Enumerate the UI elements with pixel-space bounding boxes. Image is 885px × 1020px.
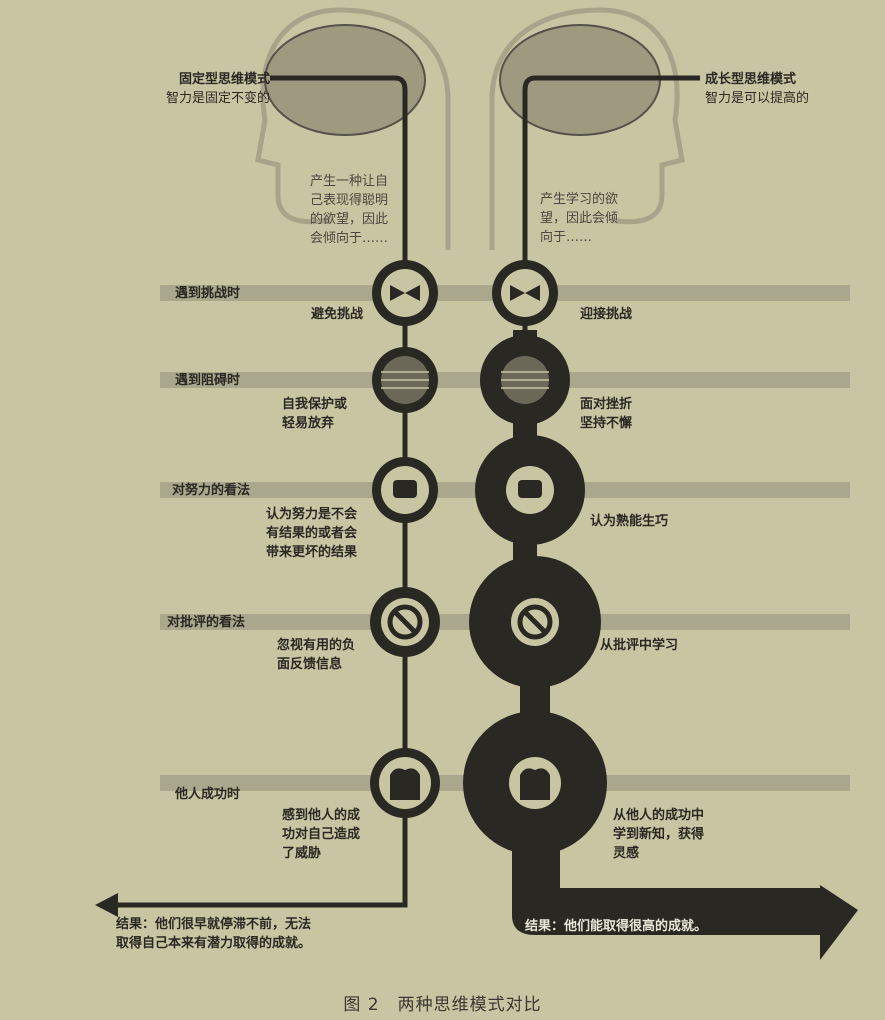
fixed-mindset-title: 固定型思维模式	[178, 72, 270, 87]
growth-head-outline	[489, 7, 685, 250]
growth-result-arrow	[512, 780, 858, 960]
fixed-response: 忽视有用的负 面反馈信息	[277, 638, 356, 672]
fixed-response: 认为努力是不会 有结果的或者会 带来更坏的结果	[266, 507, 358, 560]
growth-mindset-title: 成长型思维模式	[705, 72, 797, 87]
situation-label: 对努力的看法	[171, 483, 250, 498]
growth-result-text: 结果：他们能取得很高的成就。	[525, 919, 708, 934]
fixed-response: 避免挑战	[311, 307, 364, 322]
situation-label: 他人成功时	[174, 787, 240, 802]
fixed-response: 自我保护或 轻易放弃	[282, 397, 348, 431]
growth-response: 从批评中学习	[600, 638, 679, 653]
fixed-head-outline	[255, 7, 451, 250]
situation-label: 遇到挑战时	[174, 286, 240, 301]
fixed-mindset-subtitle: 智力是固定不变的	[165, 91, 270, 106]
fixed-desire-text: 产生一种让自 己表现得聪明 的欲望，因此 会倾向于……	[310, 174, 389, 246]
fixed-result-arrow	[95, 893, 118, 917]
fixed-path-line	[110, 75, 408, 908]
fixed-response: 感到他人的成 功对自己造成 了威胁	[282, 808, 361, 861]
figure-caption: 图 2 两种思维模式对比	[343, 995, 542, 1015]
fixed-result-text: 结果：他们很早就停滞不前，无法 取得自己本来有潜力取得的成就。	[116, 917, 312, 951]
growth-response: 迎接挑战	[580, 307, 633, 322]
situation-label: 对批评的看法	[166, 615, 245, 630]
growth-desire-text: 产生学习的欲 望，因此会倾 向于……	[540, 192, 619, 245]
growth-response: 从他人的成功中 学到新知，获得 灵感	[613, 808, 705, 861]
growth-response: 认为熟能生巧	[590, 514, 669, 529]
growth-path-line	[522, 75, 700, 330]
growth-response: 面对挫折 坚持不懈	[580, 397, 633, 431]
growth-mindset-subtitle: 智力是可以提高的	[705, 91, 810, 106]
situation-label: 遇到阻碍时	[174, 373, 240, 388]
